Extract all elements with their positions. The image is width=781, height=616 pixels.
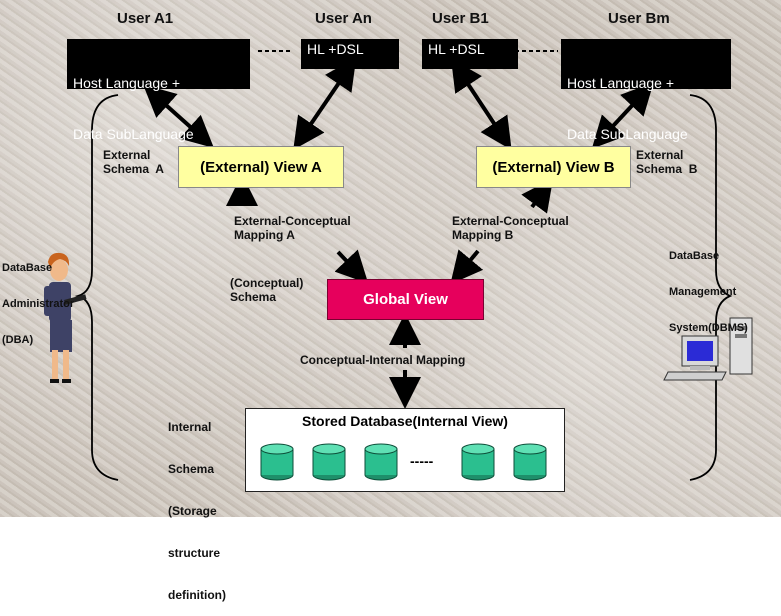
arrow-mapa-global	[334, 249, 369, 284]
database-cylinder-icon	[260, 443, 294, 481]
database-cylinder-icon	[513, 443, 547, 481]
database-cylinder-icon	[312, 443, 346, 481]
user-bm-language-line1: Host Language +	[567, 75, 675, 91]
internal-line1: Internal	[168, 420, 212, 434]
conceptual-internal-mapping-label: Conceptual-Internal Mapping	[300, 353, 466, 367]
internal-line3: (Storage	[168, 504, 217, 518]
internal-schema-label: Internal Schema (Storage structure defin…	[168, 392, 226, 616]
internal-line5: definition)	[168, 588, 226, 602]
external-view-b: (External) View B	[476, 146, 631, 188]
internal-line2: Schema	[168, 462, 215, 476]
arrow-bm-viewb	[591, 82, 654, 149]
arrow-b1-viewb	[450, 58, 512, 151]
ecm-a-line1: External-Conceptual	[234, 214, 351, 228]
internal-line4: structure	[168, 546, 221, 560]
ecm-b-line2: Mapping B	[452, 228, 514, 242]
conceptual-schema-label: (Conceptual)Schema	[230, 276, 303, 304]
user-a1-language-box: Host Language + Data SubLanguage	[67, 39, 250, 142]
conceptual-line2: Schema	[230, 290, 277, 304]
user-bm-language-line2: Data SubLanguage	[567, 126, 688, 142]
dba-label: DataBase Administrator (DBA)	[2, 238, 74, 358]
dbms-line2: Management	[669, 286, 737, 298]
user-a1-language-line2: Data SubLanguage	[73, 126, 194, 142]
dba-line1: DataBase	[2, 262, 53, 274]
dbms-line1: DataBase	[669, 250, 720, 262]
external-view-a: (External) View A	[178, 146, 344, 188]
dba-line3: (DBA)	[2, 334, 34, 346]
ecm-a-line2: Mapping A	[234, 228, 295, 242]
database-cylinder-icon	[364, 443, 398, 481]
stored-database-title: Stored Database(Internal View)	[302, 413, 508, 429]
arrow-a1-viewa	[143, 84, 214, 148]
external-schema-b-line2: Schema B	[636, 162, 698, 176]
diagram-graphics	[44, 50, 753, 481]
external-schema-a-line1: External	[103, 148, 151, 162]
left-brace	[74, 94, 119, 481]
stored-database-dash: -----	[410, 453, 434, 469]
stored-database-box: Stored Database(Internal View) -----	[245, 408, 565, 492]
database-cylinder-icon	[461, 443, 495, 481]
conceptual-line1: (Conceptual)	[230, 276, 304, 290]
right-brace	[689, 94, 733, 481]
external-schema-a-line2: Schema A	[103, 162, 164, 176]
user-bm-label: User Bm	[608, 10, 670, 27]
dbms-line3: System(DBMS)	[669, 322, 748, 334]
dba-person-figure	[44, 252, 87, 383]
user-b1-label: User B1	[432, 10, 489, 27]
user-a1-label: User A1	[117, 10, 174, 27]
global-view: Global View	[327, 279, 484, 320]
arrow-an-viewa	[293, 57, 357, 150]
ecm-b-line1: External-Conceptual	[452, 214, 569, 228]
user-a1-language-line1: Host Language +	[73, 75, 181, 91]
dbms-label: DataBase Management System(DBMS)	[669, 226, 748, 346]
arrow-viewb-down	[521, 178, 554, 214]
user-an-language-box: HL +DSL	[301, 39, 399, 69]
external-schema-b-line1: External	[636, 148, 684, 162]
dbms-computer-figure	[663, 317, 753, 381]
arrow-mapb-global	[450, 249, 484, 285]
user-bm-language-box: Host Language + Data SubLanguage	[561, 39, 731, 142]
dba-line2: Administrator	[2, 298, 75, 310]
user-an-label: User An	[315, 10, 372, 27]
user-b1-language-box: HL +DSL	[422, 39, 518, 69]
